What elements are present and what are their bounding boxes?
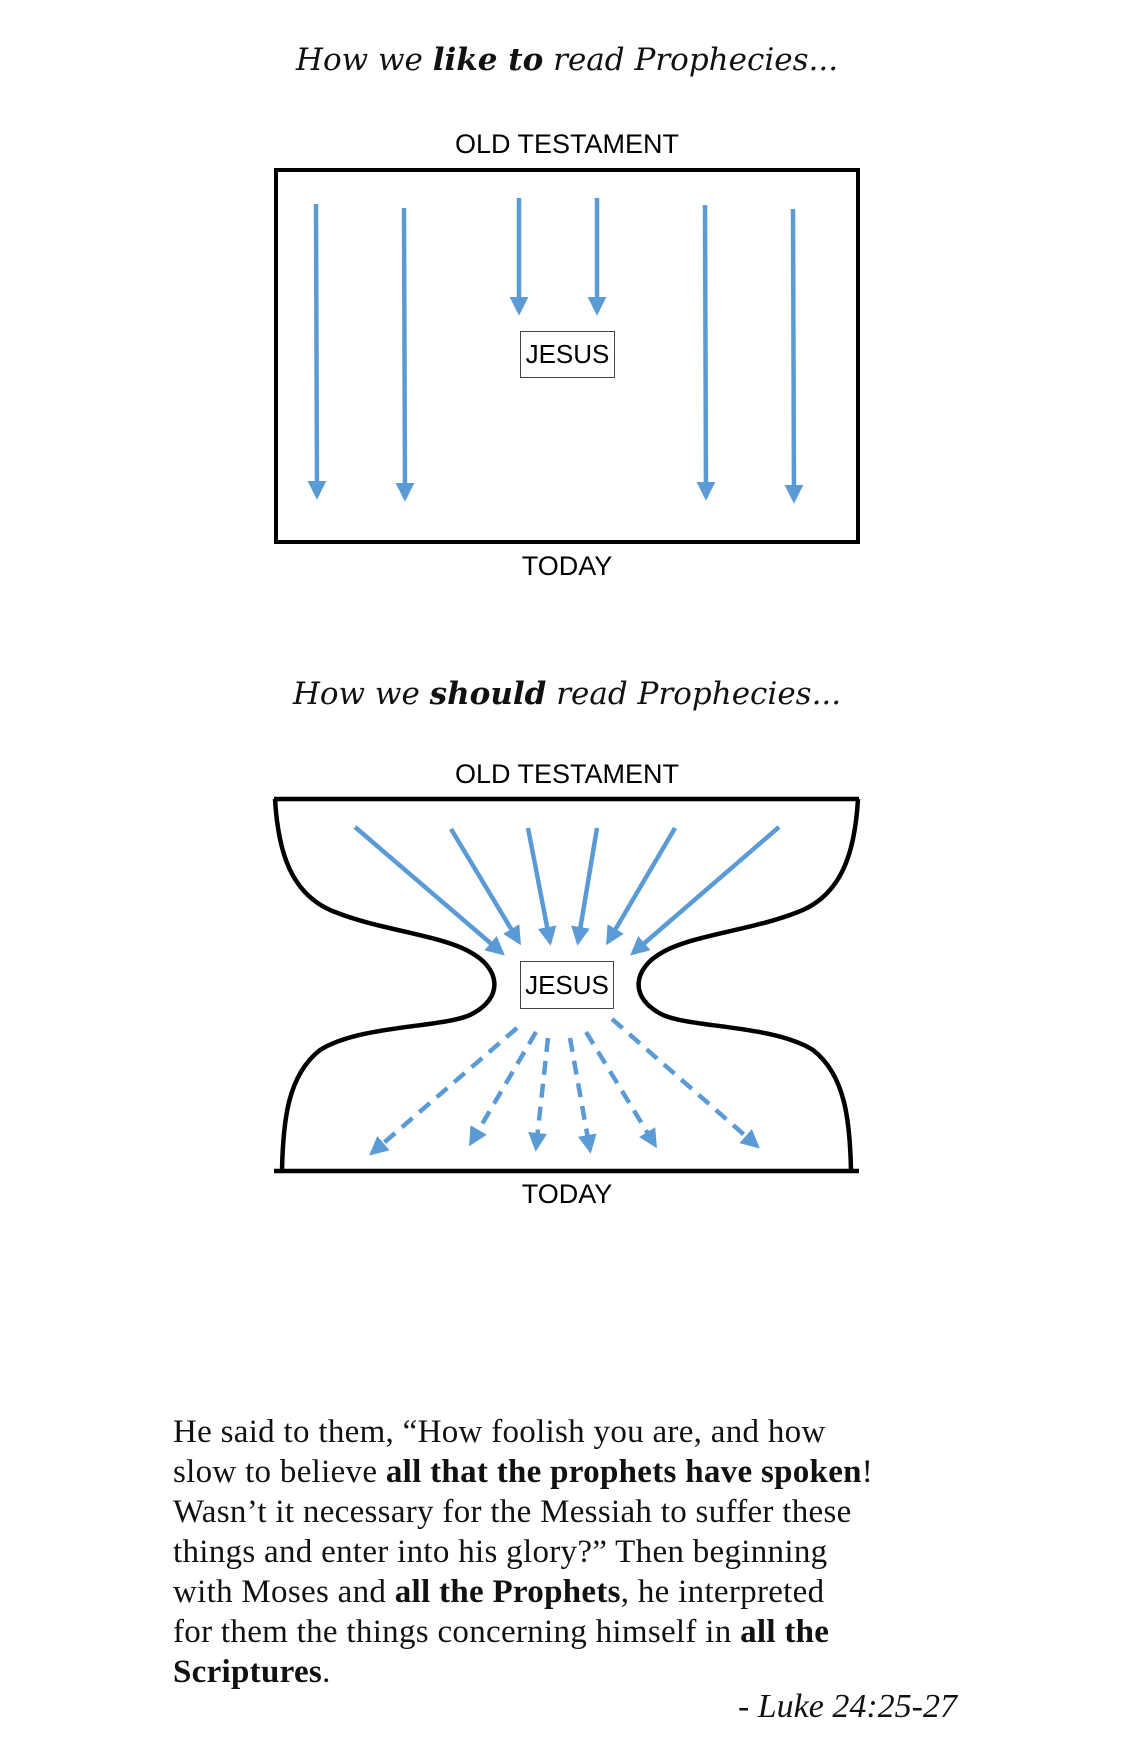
quote-text: ! — [861, 1454, 874, 1490]
quote-text: He said to them, “How foolish you are, a… — [173, 1414, 826, 1450]
arrow-out-dashed — [584, 1030, 657, 1149]
arrow-in — [606, 826, 677, 946]
quote-line: Scriptures. — [173, 1652, 873, 1692]
title-text: How we — [295, 42, 433, 78]
arrow-out-dashed — [610, 1017, 760, 1149]
title-emphasis: should — [429, 676, 547, 712]
title-text: read Prophecies... — [543, 42, 839, 78]
quote-line: with Moses and all the Prophets, he inte… — [173, 1572, 873, 1612]
quote-line: slow to believe all that the prophets ha… — [173, 1452, 873, 1492]
title-text: How we — [292, 676, 430, 712]
title-text: read Prophecies... — [546, 676, 842, 712]
hourglass-right-side — [636, 798, 861, 1172]
quote-line: Wasn’t it necessary for the Messiah to s… — [173, 1492, 873, 1532]
quote-line: things and enter into his glory?” Then b… — [173, 1532, 873, 1572]
quote-text: with Moses and — [173, 1574, 395, 1610]
arrow-down — [784, 208, 804, 504]
diagram1-old-testament-label: OLD TESTAMENT — [454, 129, 680, 159]
quote-text: Wasn’t it necessary for the Messiah to s… — [173, 1494, 852, 1530]
diagram2-title: How we should read Prophecies... — [0, 676, 1125, 712]
quote-text: , he interpreted — [620, 1574, 825, 1610]
diagram1-title: How we like to read Prophecies... — [0, 42, 1125, 78]
arrow-in — [525, 827, 557, 946]
diagram2-outgoing-dashed-arrows — [369, 1017, 760, 1156]
diagram2-old-testament-label: OLD TESTAMENT — [454, 759, 680, 789]
hourglass-left-side — [272, 798, 497, 1172]
arrow-down — [395, 207, 415, 502]
arrow-out-dashed — [567, 1037, 597, 1154]
quote-emphasis: Scriptures — [173, 1654, 323, 1690]
arrow-in — [353, 825, 505, 956]
quote-emphasis: all the — [740, 1614, 830, 1650]
scripture-quote: He said to them, “How foolish you are, a… — [173, 1412, 873, 1692]
arrow-in — [449, 827, 521, 946]
diagram1-arrows — [307, 198, 804, 504]
quote-text: . — [322, 1654, 331, 1690]
quote-text: slow to believe — [173, 1454, 386, 1490]
quote-emphasis: all the Prophets — [394, 1574, 621, 1610]
diagram2-jesus-box: JESUS — [520, 961, 614, 1009]
quote-text: for them the things concerning himself i… — [173, 1614, 741, 1650]
quote-emphasis: all that the prophets have spoken — [385, 1454, 862, 1490]
arrow-down — [696, 204, 716, 501]
arrow-out-dashed — [469, 1030, 538, 1147]
diagram1-frame — [274, 168, 860, 544]
arrow-down — [307, 203, 327, 500]
title-emphasis: like to — [432, 42, 544, 78]
diagram2-today-label: TODAY — [521, 1179, 613, 1209]
diagram2-hourglass — [272, 796, 861, 1174]
arrow-out-dashed — [528, 1037, 551, 1152]
quote-line: He said to them, “How foolish you are, a… — [173, 1412, 873, 1452]
arrow-out-dashed — [369, 1026, 519, 1156]
diagram1-jesus-box: JESUS — [520, 331, 615, 378]
quote-text: things and enter into his glory?” Then b… — [173, 1534, 828, 1570]
diagram1-today-label: TODAY — [521, 551, 613, 581]
arrow-in — [571, 827, 600, 946]
diagram2-incoming-arrows — [353, 825, 781, 956]
arrow-in — [630, 825, 781, 956]
quote-line: for them the things concerning himself i… — [173, 1612, 873, 1652]
scripture-citation: - Luke 24:25-27 — [737, 1688, 957, 1725]
